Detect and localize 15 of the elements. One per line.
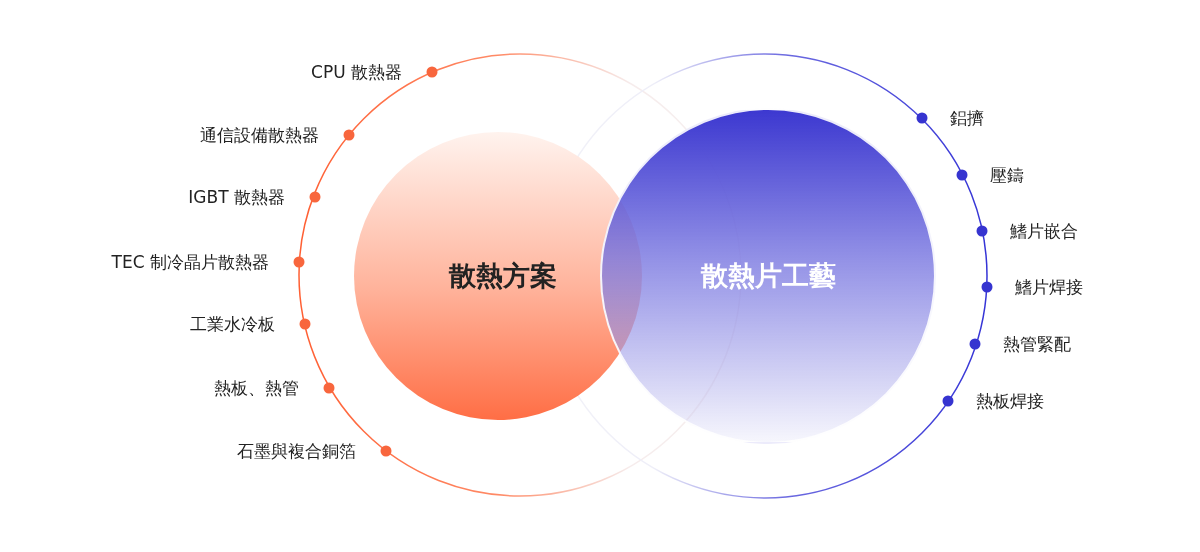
item-label: 熱管緊配 [1003,333,1071,355]
item-label: CPU 散熱器 [311,61,402,83]
item-label: TEC 制冷晶片散熱器 [111,251,269,273]
circle-title: 散熱方案 [449,259,557,293]
item-label: 鋁擠 [950,107,984,129]
item-label: IGBT 散熱器 [188,186,285,208]
item-label: 壓鑄 [990,164,1024,186]
circle-title: 散熱片工藝 [700,259,836,293]
item-label: 熱板、熱管 [214,377,299,399]
item-label: 熱板焊接 [976,390,1044,412]
item-label: 石墨與複合銅箔 [237,440,356,462]
item-label: 工業水冷板 [190,313,275,335]
item-label: 鰭片焊接 [1015,276,1083,298]
item-label: 鰭片嵌合 [1010,220,1078,242]
item-label: 通信設備散熱器 [200,124,319,146]
